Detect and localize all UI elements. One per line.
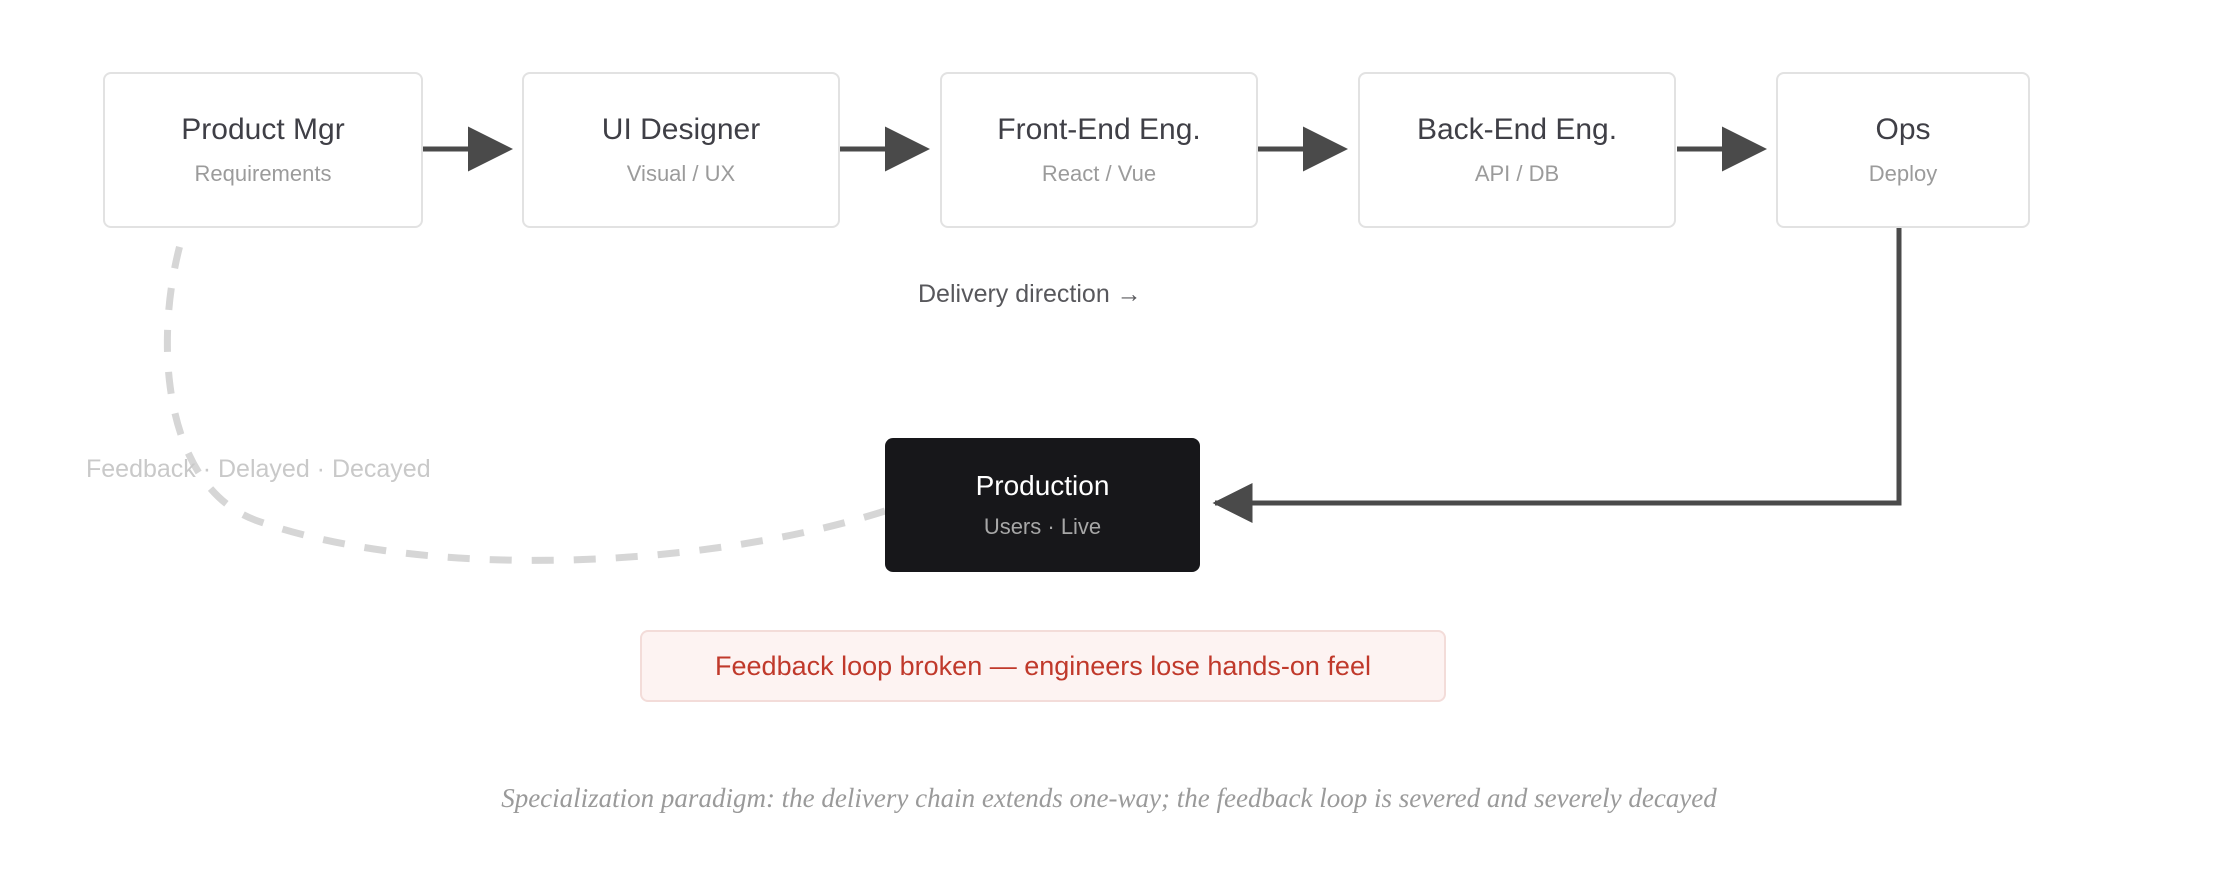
feedback-path-label: Feedback · Delayed · Decayed: [86, 455, 431, 483]
stage-title: Front-End Eng.: [997, 113, 1201, 147]
pipeline-stage-ops[interactable]: Ops Deploy: [1776, 72, 2030, 228]
pipeline-stage-back-end-eng[interactable]: Back-End Eng. API / DB: [1358, 72, 1676, 228]
pipeline-stage-product-mgr[interactable]: Product Mgr Requirements: [103, 72, 423, 228]
stage-title: Product Mgr: [181, 113, 345, 147]
stage-subtitle: API / DB: [1474, 161, 1560, 187]
warning-banner-text: Feedback loop broken — engineers lose ha…: [715, 650, 1371, 681]
stage-subtitle: Requirements: [194, 161, 332, 187]
production-title: Production: [975, 469, 1110, 501]
ops-to-production-return-path: [1212, 228, 1902, 523]
production-node[interactable]: Production Users · Live: [885, 438, 1200, 572]
stage-title: Back-End Eng.: [1416, 113, 1618, 147]
feedback-dashed-path: [163, 226, 887, 564]
stage-subtitle: React / Vue: [1041, 161, 1157, 187]
pipeline-stage-front-end-eng[interactable]: Front-End Eng. React / Vue: [940, 72, 1258, 228]
stage-subtitle: Visual / UX: [626, 161, 736, 187]
figure-caption: Specialization paradigm: the delivery ch…: [501, 783, 1717, 813]
pipeline-stage-ui-designer[interactable]: UI Designer Visual / UX: [522, 72, 840, 228]
production-subtitle: Users · Live: [983, 514, 1102, 540]
stage-subtitle: Deploy: [1868, 161, 1938, 187]
stage-title: Ops: [1875, 113, 1931, 147]
delivery-direction-label: Delivery direction →: [918, 280, 1142, 308]
warning-banner: Feedback loop broken — engineers lose ha…: [640, 630, 1446, 702]
stage-title: UI Designer: [601, 113, 761, 147]
